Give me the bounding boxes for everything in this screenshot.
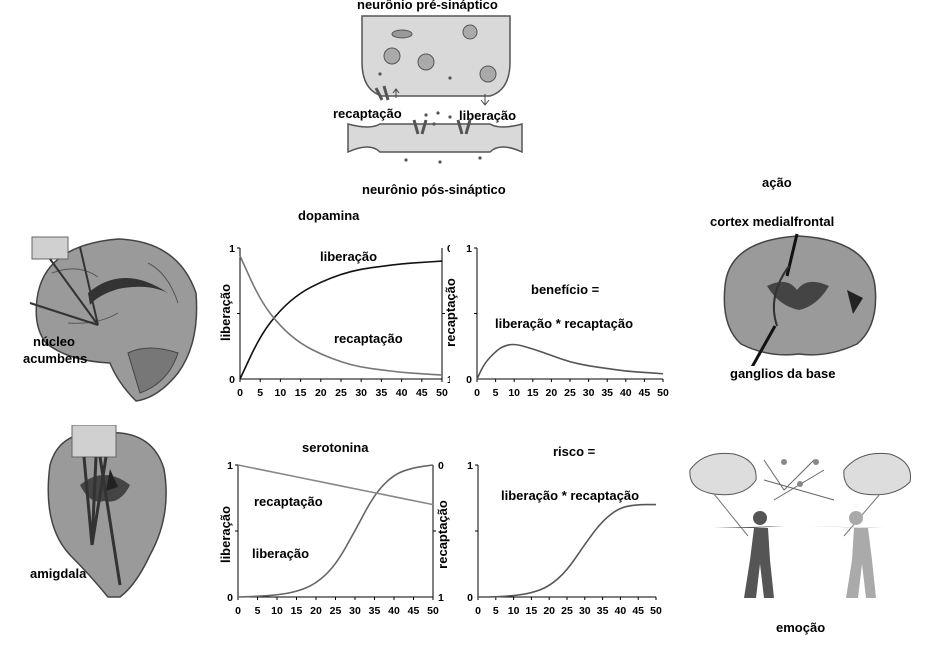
x-tick-label: 20 xyxy=(310,605,322,617)
x-tick-label: 15 xyxy=(295,387,307,399)
x-tick-label: 25 xyxy=(564,387,576,399)
action-label: ação xyxy=(762,175,792,190)
x-tick-label: 40 xyxy=(396,387,408,399)
x-tick-label: 40 xyxy=(388,605,400,617)
reuptake-label: recaptação xyxy=(333,106,402,121)
x-tick-label: 30 xyxy=(579,605,591,617)
benefit-formula-line2: liberação * recaptação xyxy=(495,316,634,331)
x-tick-label: 20 xyxy=(546,387,558,399)
y-tick-label-left: 1 xyxy=(229,243,235,255)
y-tick-label-left: 1 xyxy=(227,460,233,472)
series-line-0 xyxy=(478,503,656,598)
x-tick-label: 5 xyxy=(493,605,499,617)
postsynaptic-label: neurônio pós-sináptico xyxy=(362,182,506,197)
dopamine-title: dopamina xyxy=(298,208,360,223)
ganglia-label: ganglios da base xyxy=(730,366,836,381)
nucleus-label-line1: núcleo xyxy=(33,334,75,349)
x-tick-label: 5 xyxy=(493,387,499,399)
x-tick-label: 30 xyxy=(355,387,367,399)
x-tick-label: 45 xyxy=(632,605,644,617)
x-tick-label: 30 xyxy=(583,387,595,399)
coronal-brain-action-image xyxy=(723,233,877,366)
x-tick-label: 45 xyxy=(639,387,651,399)
series-line-0 xyxy=(237,464,434,598)
y-tick-label-left: 1 xyxy=(466,243,472,255)
x-tick-label: 40 xyxy=(620,387,632,399)
cortex-label: cortex medialfrontal xyxy=(710,214,835,229)
x-tick-label: 10 xyxy=(271,605,283,617)
x-tick-label: 25 xyxy=(330,605,342,617)
emotion-label: emoção xyxy=(776,620,826,635)
x-tick-label: 45 xyxy=(416,387,428,399)
y-tick-label-left: 0 xyxy=(467,592,473,604)
serotonin-series-reuptake-label: recaptação xyxy=(254,494,323,509)
y-tick-label-right: 0 xyxy=(438,460,444,472)
risk-formula-line2: liberação * recaptação xyxy=(501,488,640,503)
y-tick-label-left: 0 xyxy=(466,374,472,386)
synapse-illustration xyxy=(347,15,523,164)
x-tick-label: 15 xyxy=(291,605,303,617)
x-tick-label: 50 xyxy=(650,605,662,617)
x-tick-label: 5 xyxy=(255,605,261,617)
series-line-1 xyxy=(237,464,434,506)
x-tick-label: 45 xyxy=(408,605,420,617)
release-label: liberação xyxy=(459,108,517,123)
x-tick-label: 0 xyxy=(235,605,241,617)
x-tick-label: 40 xyxy=(615,605,627,617)
x-tick-label: 25 xyxy=(335,387,347,399)
x-tick-label: 10 xyxy=(508,605,520,617)
x-tick-label: 35 xyxy=(597,605,609,617)
y-tick-label-left: 1 xyxy=(467,460,473,472)
nucleus-label-line2: acumbens xyxy=(23,351,88,366)
x-tick-label: 50 xyxy=(657,387,669,399)
benefit-formula-line1: benefício = xyxy=(531,282,600,297)
serotonin-series-release-label: liberação xyxy=(252,546,310,561)
x-tick-label: 20 xyxy=(543,605,555,617)
series-line-1 xyxy=(239,255,443,376)
x-tick-label: 25 xyxy=(561,605,573,617)
x-tick-label: 5 xyxy=(257,387,263,399)
risk-formula-line1: risco = xyxy=(553,444,596,459)
x-tick-label: 20 xyxy=(315,387,327,399)
x-tick-label: 0 xyxy=(237,387,243,399)
y-tick-label-left: 0 xyxy=(227,592,233,604)
x-tick-label: 10 xyxy=(275,387,287,399)
coronal-brain-amygdala-image xyxy=(47,425,167,598)
serotonin-title: serotonina xyxy=(302,440,369,455)
series-line-0 xyxy=(239,260,443,380)
series-line-0 xyxy=(476,343,664,380)
x-tick-label: 0 xyxy=(474,387,480,399)
x-tick-label: 0 xyxy=(475,605,481,617)
emotion-neurons-illustration xyxy=(689,452,912,598)
y-tick-label-right: 1 xyxy=(447,374,450,386)
dopamine-series-reuptake-label: recaptação xyxy=(334,331,403,346)
y-tick-label-right: 0 xyxy=(447,243,450,255)
x-tick-label: 50 xyxy=(427,605,439,617)
presynaptic-label: neurônio pré-sináptico xyxy=(357,0,498,12)
x-tick-label: 15 xyxy=(527,387,539,399)
x-tick-label: 15 xyxy=(526,605,538,617)
dopamine-series-release-label: liberação xyxy=(320,249,378,264)
x-tick-label: 35 xyxy=(376,387,388,399)
x-tick-label: 35 xyxy=(601,387,613,399)
y-tick-label-right: 1 xyxy=(438,592,444,604)
dopamine-benefit-chart: 0 5 10 15 20 25 30 35 40 45 50 0 1 xyxy=(466,243,669,399)
x-tick-label: 50 xyxy=(436,387,448,399)
y-tick-label-left: 0 xyxy=(229,374,235,386)
amygdala-label: amigdala xyxy=(30,566,87,581)
x-tick-label: 10 xyxy=(508,387,520,399)
x-tick-label: 35 xyxy=(369,605,381,617)
sagittal-brain-image xyxy=(29,236,198,402)
x-tick-label: 30 xyxy=(349,605,361,617)
